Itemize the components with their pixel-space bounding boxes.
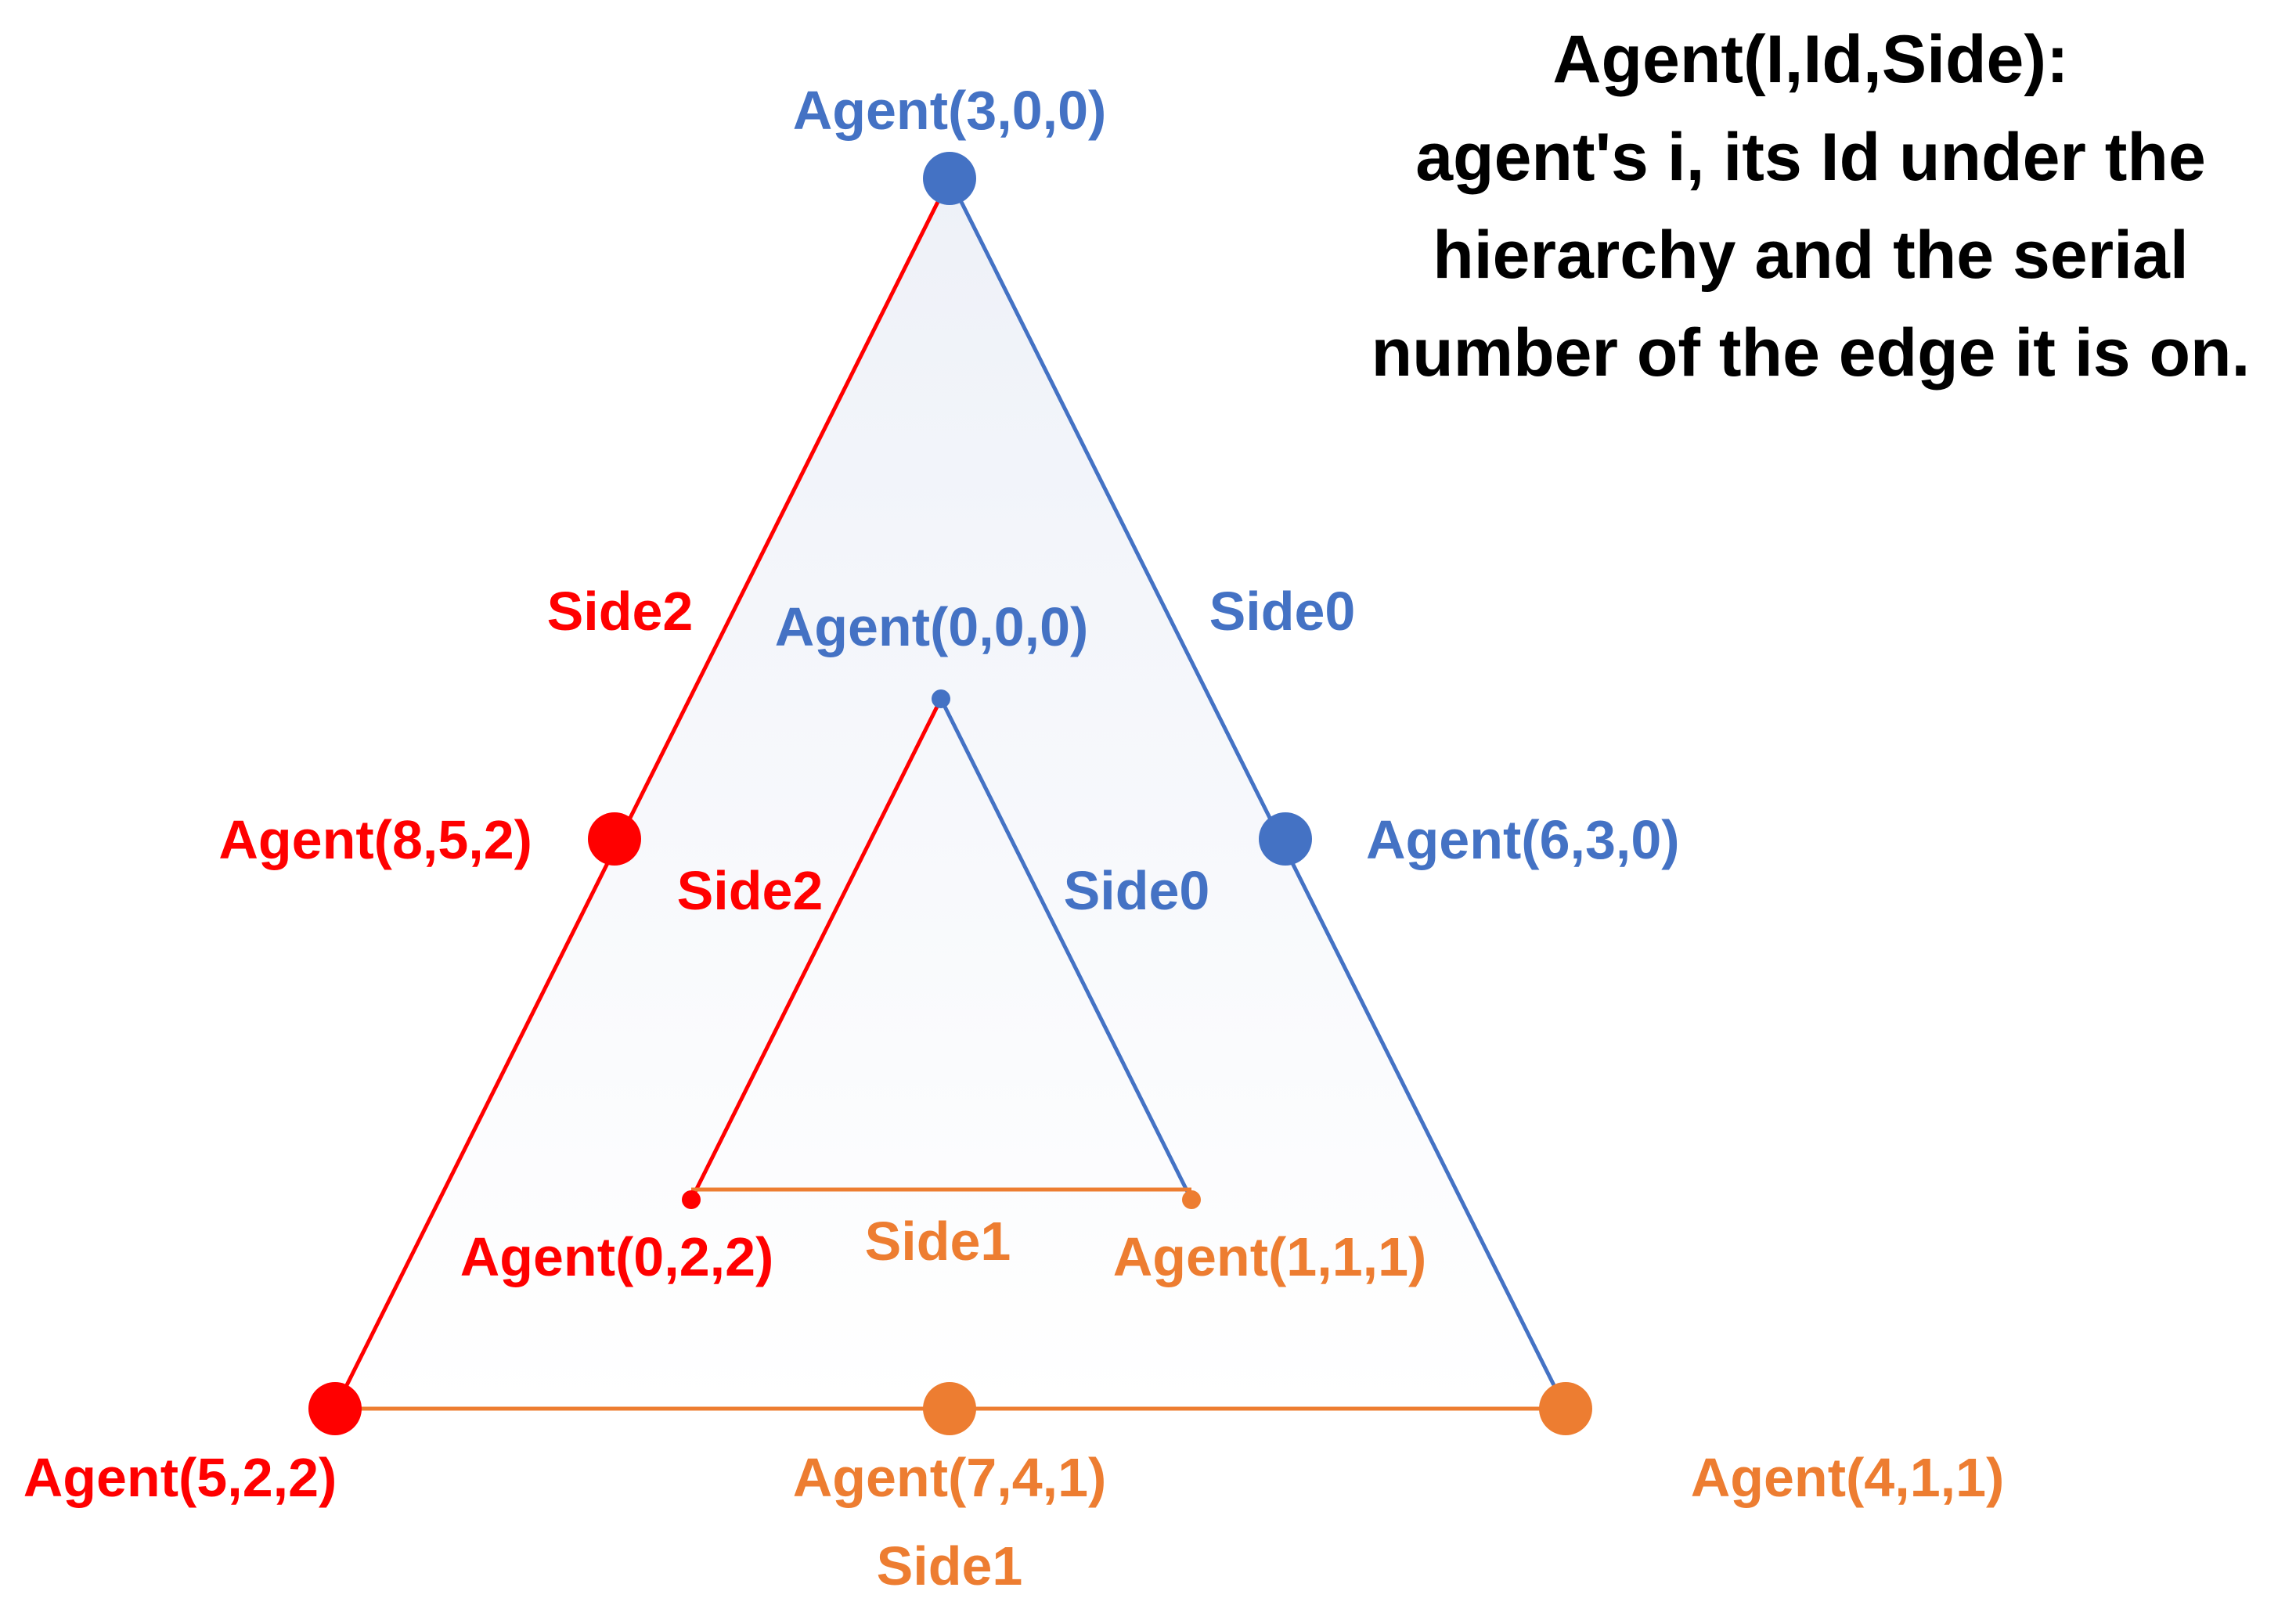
outer-side0-edge xyxy=(947,177,1568,1410)
inner-side0-edge xyxy=(939,697,1194,1201)
agent-node-1-1-1 xyxy=(1182,1190,1201,1209)
agent-node-3-0-0 xyxy=(923,152,976,205)
outer-triangle-fill xyxy=(335,178,1566,1409)
agent-label-3-0-0: Agent(3,0,0) xyxy=(793,80,1107,141)
agent-label-8-5-2: Agent(8,5,2) xyxy=(218,809,532,870)
agent-label-6-3-0: Agent(6,3,0) xyxy=(1366,809,1680,870)
agent-label-5-2-2: Agent(5,2,2) xyxy=(23,1447,337,1508)
outer-side2-label: Side2 xyxy=(547,581,694,642)
agent-label-7-4-1: Agent(7,4,1) xyxy=(793,1447,1107,1508)
agent-node-5-2-2 xyxy=(308,1382,362,1435)
agent-node-7-4-1 xyxy=(923,1382,976,1435)
agent-node-0-2-2 xyxy=(682,1190,701,1209)
inner-side1-label: Side1 xyxy=(865,1211,1011,1272)
agent-label-0-2-2: Agent(0,2,2) xyxy=(460,1226,774,1287)
legend-line-3: number of the edge it is on. xyxy=(1371,315,2251,391)
legend-title: Agent(I,Id,Side): xyxy=(1552,22,2068,97)
inner-side0-label: Side0 xyxy=(1064,860,1210,921)
agent-node-8-5-2 xyxy=(588,812,641,866)
inner-side2-label: Side2 xyxy=(677,860,824,921)
agent-label-1-1-1: Agent(1,1,1) xyxy=(1113,1226,1427,1287)
outer-side2-edge xyxy=(333,177,952,1410)
legend-line-1: agent's i, its Id under the xyxy=(1415,120,2206,195)
agent-label-4-1-1: Agent(4,1,1) xyxy=(1691,1447,2005,1508)
legend-line-2: hierarchy and the serial xyxy=(1433,218,2189,293)
agent-label-0-0-0: Agent(0,0,0) xyxy=(775,596,1089,657)
agent-node-6-3-0 xyxy=(1259,812,1312,866)
agent-node-0-0-0 xyxy=(932,689,950,708)
outer-side0-label: Side0 xyxy=(1209,581,1356,642)
inner-side2-edge xyxy=(689,697,943,1201)
outer-side1-label: Side1 xyxy=(877,1535,1023,1596)
agent-node-4-1-1 xyxy=(1539,1382,1592,1435)
legend: Agent(I,Id,Side): agent's i, its Id unde… xyxy=(1371,22,2251,391)
